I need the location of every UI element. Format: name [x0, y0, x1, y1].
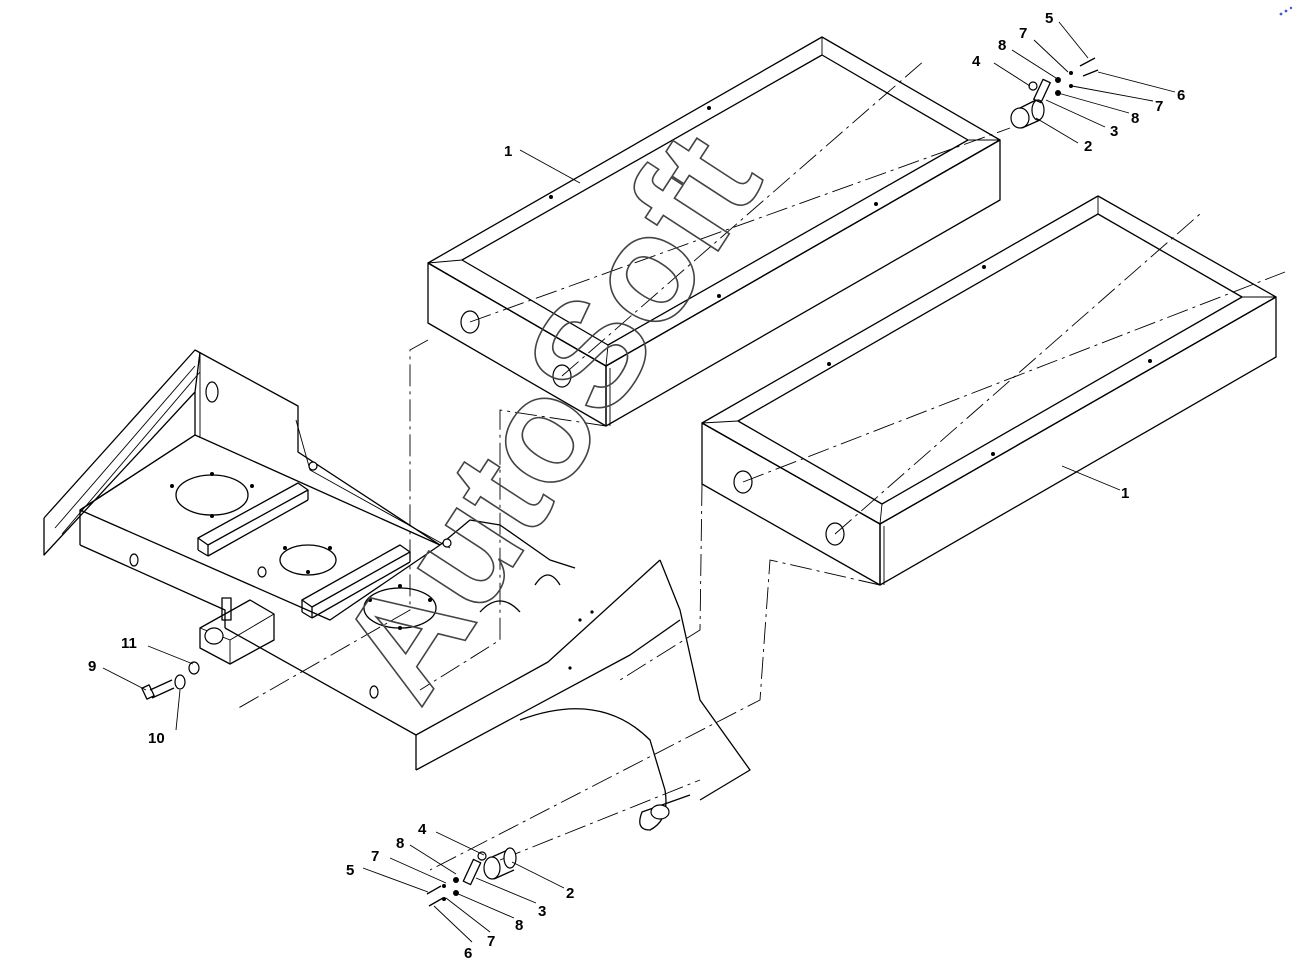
corner-mark	[1279, 6, 1293, 16]
callout-4-upper: 4	[972, 53, 981, 70]
callout-9: 9	[88, 658, 96, 675]
callout-3-upper: 3	[1110, 123, 1118, 140]
main-frame	[43, 349, 751, 831]
callout-10: 10	[148, 730, 165, 747]
hinge-pin-assembly-lower	[426, 847, 517, 907]
callout-7-upper-bottom: 7	[1155, 98, 1163, 115]
callout-8-upper-bottom: 8	[1131, 110, 1139, 127]
callout-2-lower: 2	[566, 885, 574, 902]
callout-labels: 1 1 2 3 4 5 6 7 7 8 8 9 10 11 2 3 4	[88, 10, 1185, 962]
pivot-bracket	[199, 597, 275, 665]
counterweight-box-upper	[427, 36, 1001, 427]
callout-1-lower: 1	[1121, 485, 1129, 502]
hinge-pin-assembly-upper	[1010, 57, 1099, 129]
callout-6-upper: 6	[1177, 87, 1185, 104]
watermark-text: AutoSoft	[306, 105, 792, 727]
callout-1-upper: 1	[504, 143, 512, 160]
assembly-center-lines	[234, 59, 1286, 871]
callout-5-lower: 5	[346, 862, 354, 879]
callout-2-upper: 2	[1084, 138, 1092, 155]
callout-7-lower-bottom: 7	[487, 933, 495, 950]
callout-8-upper-top: 8	[998, 37, 1006, 54]
callout-3-lower: 3	[538, 903, 546, 920]
callout-5-upper: 5	[1045, 10, 1053, 27]
callout-7-upper-top: 7	[1019, 25, 1027, 42]
counterweight-box-lower	[701, 195, 1277, 586]
bolt-and-washers	[141, 661, 200, 700]
callout-8-lower-top: 8	[396, 835, 404, 852]
callout-6-lower: 6	[464, 945, 472, 962]
callout-7-lower-top: 7	[371, 848, 379, 865]
callout-11: 11	[121, 635, 137, 652]
callout-4-lower: 4	[418, 821, 427, 838]
callout-8-lower-bottom: 8	[515, 917, 523, 934]
